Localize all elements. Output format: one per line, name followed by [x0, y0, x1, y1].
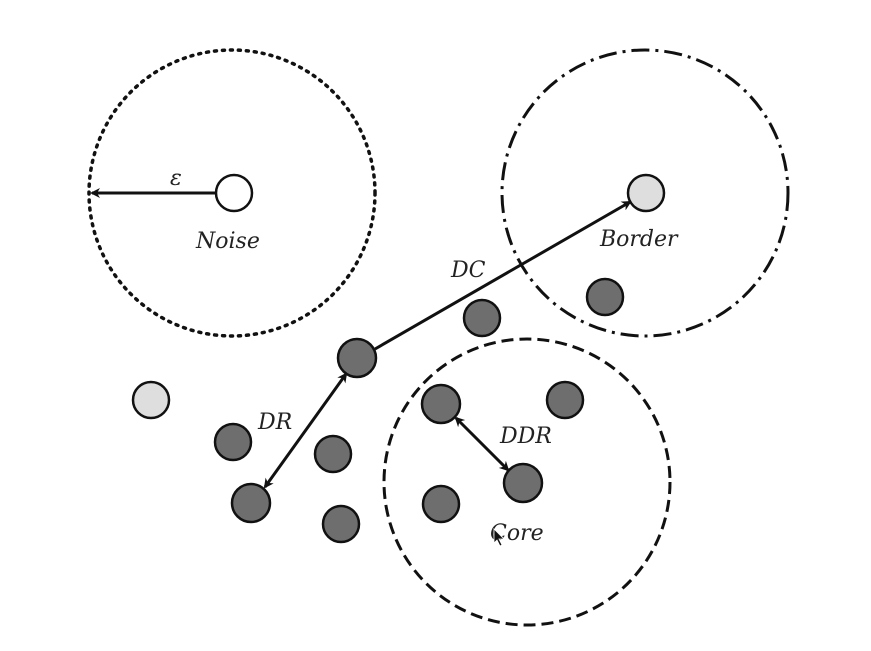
core-center-point — [502, 462, 544, 504]
outlier-point — [131, 380, 171, 420]
mouse-cursor-icon — [493, 528, 505, 547]
ddr-arrow — [454, 416, 510, 472]
dr-label: DR — [257, 410, 292, 435]
core-point — [421, 484, 461, 524]
core-point — [336, 337, 378, 379]
epsilon-label: ε — [170, 166, 182, 191]
dc-label: DC — [450, 258, 486, 283]
border-neighborhood-circle — [500, 48, 790, 338]
border-point — [626, 173, 666, 213]
core-point — [462, 298, 502, 338]
core-point — [321, 504, 361, 544]
noise-neighborhood-circle — [87, 48, 377, 338]
border-label: Border — [599, 227, 679, 252]
noise-point — [214, 173, 254, 213]
core-point — [213, 422, 253, 462]
core-point — [313, 434, 353, 474]
core-point — [585, 277, 625, 317]
dc-arrow — [374, 200, 632, 351]
core-neighborhood-circle — [382, 337, 672, 627]
ddr-label: DDR — [499, 424, 552, 449]
dr-arrow — [263, 372, 348, 489]
core-point — [420, 383, 462, 425]
core-point — [545, 380, 585, 420]
noise-label: Noise — [195, 229, 260, 254]
core-point — [230, 482, 272, 524]
